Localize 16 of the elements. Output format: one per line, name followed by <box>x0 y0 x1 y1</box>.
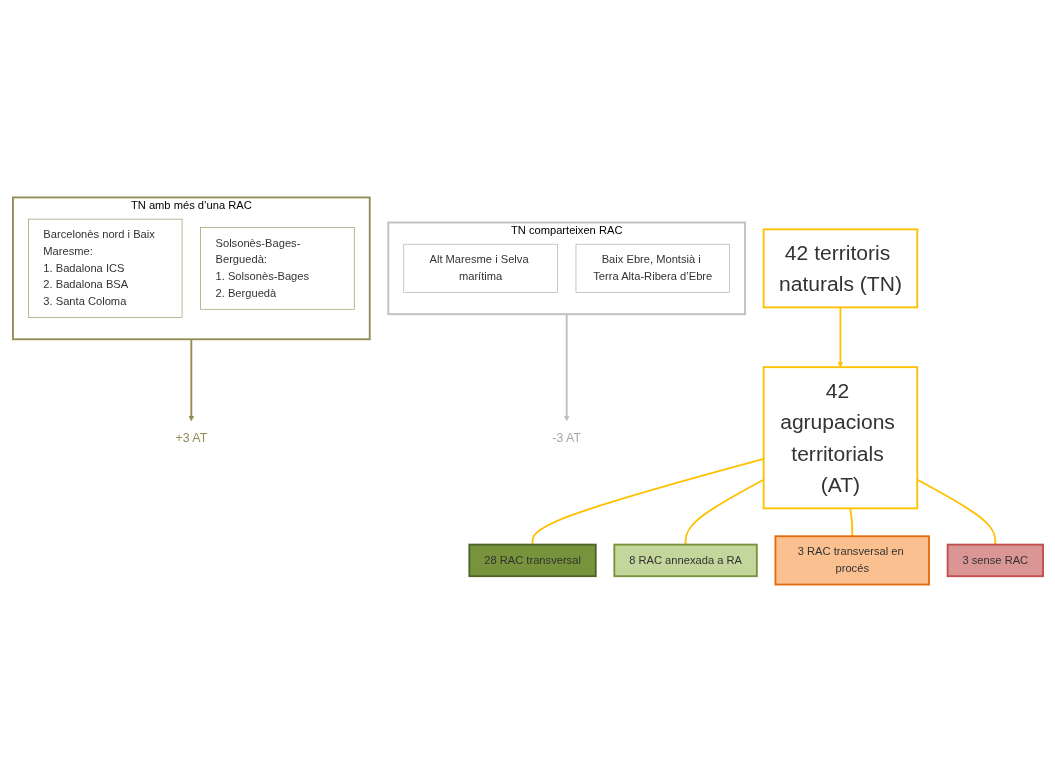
node-box: Baix Ebre, Montsià i Terra Alta-Ribera d’Ebre <box>575 243 730 293</box>
node-box: 3 RAC transversal en procés <box>774 535 930 586</box>
node-box: 8 RAC annexada a RA <box>612 543 758 578</box>
node-box: Barcelonès nord i Baix Maresme: 1. Badalona ICS 2. Badalona BSA 3. Santa Coloma <box>27 218 182 318</box>
node-box: Alt Maresme i Selva marítima <box>403 243 558 293</box>
node-box: 28 RAC transversal <box>467 543 597 578</box>
arrow <box>188 338 194 422</box>
node-text: -3 AT <box>551 430 581 445</box>
connector <box>848 507 853 538</box>
node-box: 42 agrupacions territorials (AT) <box>762 366 918 510</box>
arrow <box>837 306 843 368</box>
node-box: 42 territoris naturals (TN) <box>762 228 918 309</box>
node-box: 3 sense RAC <box>946 543 1044 578</box>
node-text: +3 AT <box>174 430 207 445</box>
arrow <box>563 313 569 422</box>
node-box: Solsonès-Bages-Berguedà: 1. Solsonès-Bages 2. Berguedà <box>199 227 355 310</box>
